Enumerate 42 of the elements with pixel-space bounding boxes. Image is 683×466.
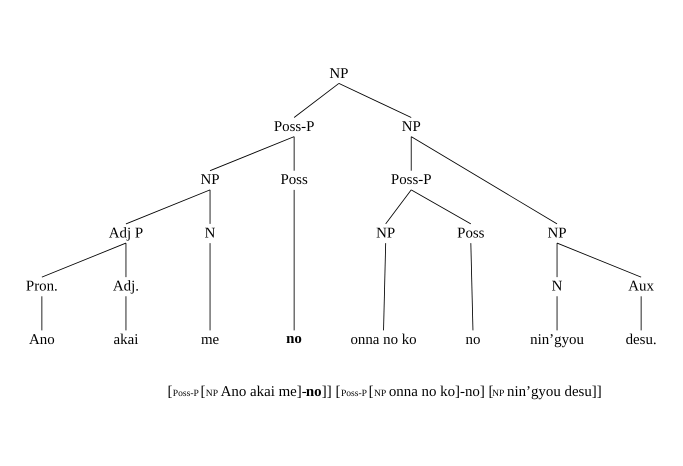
connector: [556, 295, 558, 330]
node-text: NP: [548, 224, 567, 241]
connector: [41, 295, 42, 330]
connector: [385, 188, 412, 224]
connector: [294, 188, 295, 330]
connector: [338, 82, 412, 118]
node-text: Poss-P: [390, 172, 432, 188]
node-text: me: [200, 331, 220, 348]
node-text: akai: [114, 331, 138, 348]
connector: [126, 188, 210, 224]
connector: [210, 136, 295, 171]
node-text: desu.: [626, 331, 657, 348]
connector: [410, 136, 558, 224]
node-text: Poss: [280, 172, 308, 188]
node-text: NP: [376, 224, 396, 241]
label: [Poss-P[NP Ano akai me]-no]] [Poss-P[NP onna no ko]-no] [NP nin’gyou desu]]: [167, 384, 602, 400]
node-text: Adj.: [112, 278, 139, 294]
connector: [556, 242, 642, 278]
node-text: no: [466, 331, 480, 348]
node-text: Poss-P: [274, 118, 314, 134]
connector: [383, 242, 386, 330]
node-text: N: [552, 278, 562, 294]
connector: [294, 82, 340, 118]
node-text: N: [204, 224, 216, 241]
connector: [640, 295, 642, 330]
node-text: NP: [200, 172, 220, 188]
node-text: NP: [329, 65, 348, 82]
connector: [410, 188, 472, 224]
connector: [294, 136, 295, 171]
node-text: Pron.: [26, 278, 58, 294]
connector: [556, 242, 558, 278]
connector: [410, 136, 412, 171]
node-text: NP: [402, 118, 421, 134]
node-text: Adj P: [108, 224, 144, 241]
node-text: no: [286, 330, 302, 346]
node-text: Poss: [457, 224, 484, 241]
node-text: Ano: [29, 331, 55, 348]
connector: [470, 242, 474, 330]
node-text: onna no ko: [350, 331, 417, 348]
node-text: nin’gyou: [530, 331, 584, 348]
node-text: Aux: [628, 278, 654, 294]
connector: [41, 242, 126, 278]
